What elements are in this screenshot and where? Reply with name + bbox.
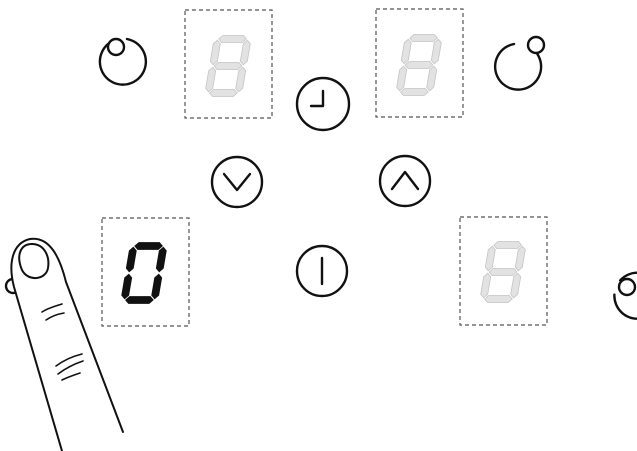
segment-c [511,273,521,298]
segment-c [152,274,162,299]
segment-b [156,247,166,272]
segment-f [210,40,220,65]
segment-a [135,243,163,250]
zone-indicator-knob [619,279,635,295]
segment-g [405,62,433,69]
zone-indicator-bottom-right[interactable] [614,273,637,319]
segment-e [206,67,216,92]
segment-b [515,246,525,271]
segment-c [236,67,246,92]
digit-display-bottom-right [481,242,526,303]
segment-f [485,246,495,271]
digit-display-top-left [206,36,251,97]
zone-indicator-knob [528,37,544,53]
zone-indicator-knob [108,39,124,55]
digit-display-bottom-left [122,243,167,304]
pointing-finger [11,239,123,451]
segment-e [397,66,407,91]
segment-f [401,39,411,64]
segment-e [481,273,491,298]
segment-a [410,35,438,42]
segment-a [219,36,247,43]
decrease-button-ring [212,157,262,207]
segment-d [485,296,513,303]
power-button[interactable] [297,246,347,296]
segment-g [214,63,242,70]
segment-e [122,274,132,299]
decrease-button[interactable] [212,157,262,207]
increase-button-ring [380,156,430,206]
increase-button[interactable] [380,156,430,206]
display-box-bottom-left [102,218,189,326]
segment-f [126,247,136,272]
segment-d [126,297,154,304]
timer-button[interactable] [297,78,349,130]
segment-g [489,269,517,276]
segment-d [401,89,429,96]
segment-b [240,40,250,65]
zone-indicator-top-left[interactable] [100,39,146,85]
segment-b [431,39,441,64]
fingernail [19,244,48,278]
segment-c [427,66,437,91]
zone-indicator-top-right[interactable] [495,37,544,90]
digit-display-top-right [397,35,442,96]
segment-a [494,242,522,249]
segment-d [210,90,238,97]
